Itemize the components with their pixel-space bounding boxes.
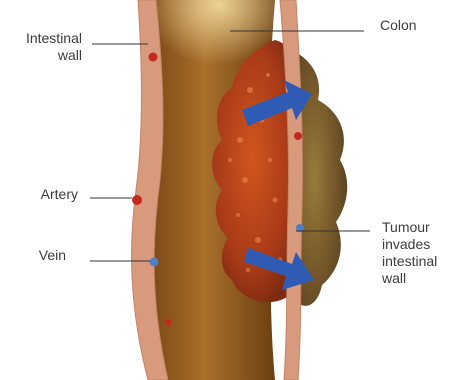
artery-dot-lower: [165, 319, 172, 326]
label-tumour: Tumour invades intestinal wall: [382, 219, 437, 287]
label-intestinal-wall-line-2: wall: [6, 47, 82, 64]
label-tumour-line-3: intestinal: [382, 253, 437, 270]
label-intestinal-wall-line-1: Intestinal: [6, 30, 82, 47]
vein-dot: [150, 258, 159, 267]
artery-dot-upper: [149, 53, 158, 62]
label-intestinal-wall: Intestinal wall: [6, 30, 82, 64]
label-vein-text: Vein: [39, 247, 66, 263]
label-colon-text: Colon: [380, 17, 417, 33]
artery-dot: [132, 195, 142, 205]
artery-dot-right-wall: [294, 132, 302, 140]
label-artery: Artery: [20, 186, 78, 203]
label-colon: Colon: [380, 17, 417, 34]
label-tumour-line-1: Tumour: [382, 219, 437, 236]
label-vein: Vein: [20, 247, 66, 264]
label-artery-text: Artery: [41, 186, 78, 202]
label-tumour-line-2: invades: [382, 236, 437, 253]
label-tumour-line-4: wall: [382, 270, 437, 287]
